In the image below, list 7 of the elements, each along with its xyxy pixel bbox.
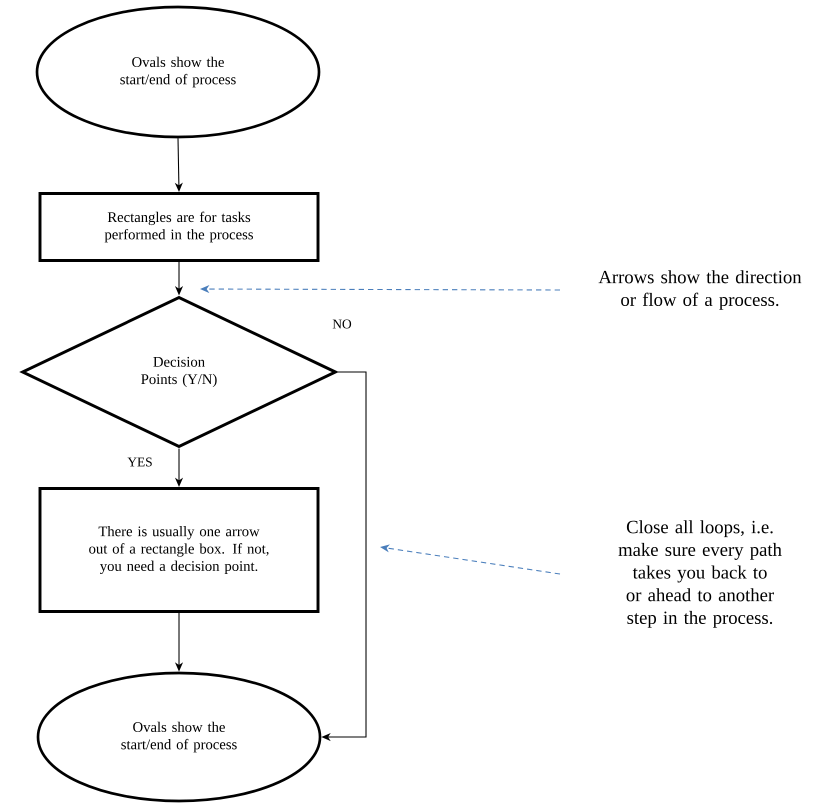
terminal-oval: Ovals show the start/end of process <box>36 672 322 802</box>
edge-label: YES <box>126 456 154 468</box>
process-box: There is usually one arrow out of a rectangle box. If not, you need a decision point. <box>38 487 320 613</box>
note-text: Close all loops, i.e. make sure every path takes you back to or ahead to another step in the process. <box>618 520 782 628</box>
note-text: Arrows show the direction or flow of a process. <box>598 270 802 310</box>
process-box: Rectangles are for tasks performed in the process <box>38 192 320 262</box>
terminal-oval: Ovals show the start/end of process <box>36 6 320 138</box>
